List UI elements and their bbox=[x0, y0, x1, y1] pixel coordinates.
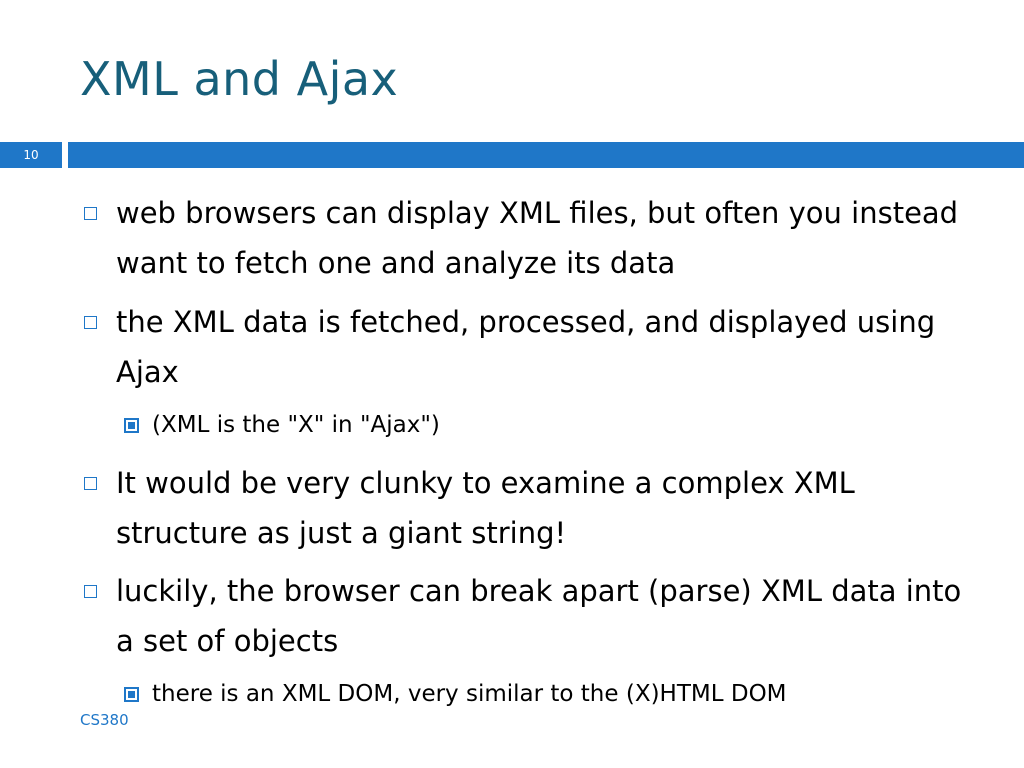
hollow-square-icon bbox=[84, 585, 97, 598]
hollow-square-icon bbox=[84, 477, 97, 490]
footer-course-code: CS380 bbox=[80, 711, 129, 729]
bullet-item: It would be very clunky to examine a com… bbox=[116, 466, 855, 550]
hollow-square-icon bbox=[84, 207, 97, 220]
header-bar bbox=[68, 142, 1024, 168]
bullet-item: luckily, the browser can break apart (pa… bbox=[116, 574, 962, 658]
filled-square-icon bbox=[124, 687, 139, 702]
bullet-item: web browsers can display XML files, but … bbox=[116, 196, 959, 280]
slide-title: XML and Ajax bbox=[80, 52, 399, 106]
sub-bullet-item: (XML is the "X" in "Ajax") bbox=[152, 412, 440, 438]
sub-bullet-item: there is an XML DOM, very similar to the… bbox=[152, 681, 787, 707]
hollow-square-icon bbox=[84, 316, 97, 329]
filled-square-icon bbox=[124, 418, 139, 433]
slide-number: 10 bbox=[0, 142, 62, 168]
bullet-item: the XML data is fetched, processed, and … bbox=[116, 305, 936, 389]
